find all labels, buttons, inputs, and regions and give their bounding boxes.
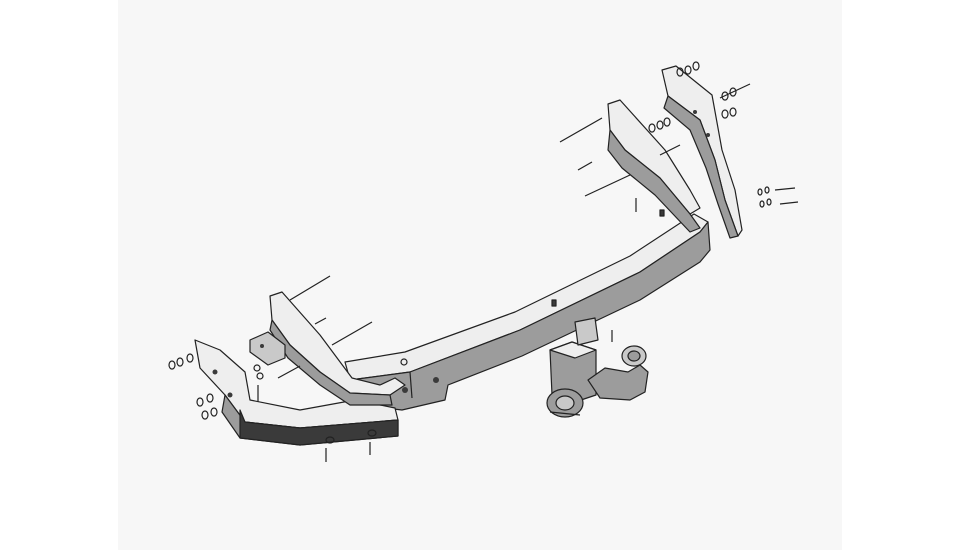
bolt-set	[257, 83, 799, 462]
left-side-arm	[194, 339, 399, 446]
tow-ball-neck	[587, 345, 649, 401]
diagram-panel	[118, 0, 842, 550]
right-inner-bracket	[607, 99, 701, 233]
crossbar-beam	[344, 213, 711, 411]
washer-nut-set	[168, 61, 772, 444]
left-angle-plate	[249, 331, 286, 366]
hitch-mount-block	[549, 317, 599, 403]
socket-plate	[546, 388, 584, 418]
left-upper-bracket	[269, 291, 406, 406]
right-outer-plate	[661, 65, 743, 239]
